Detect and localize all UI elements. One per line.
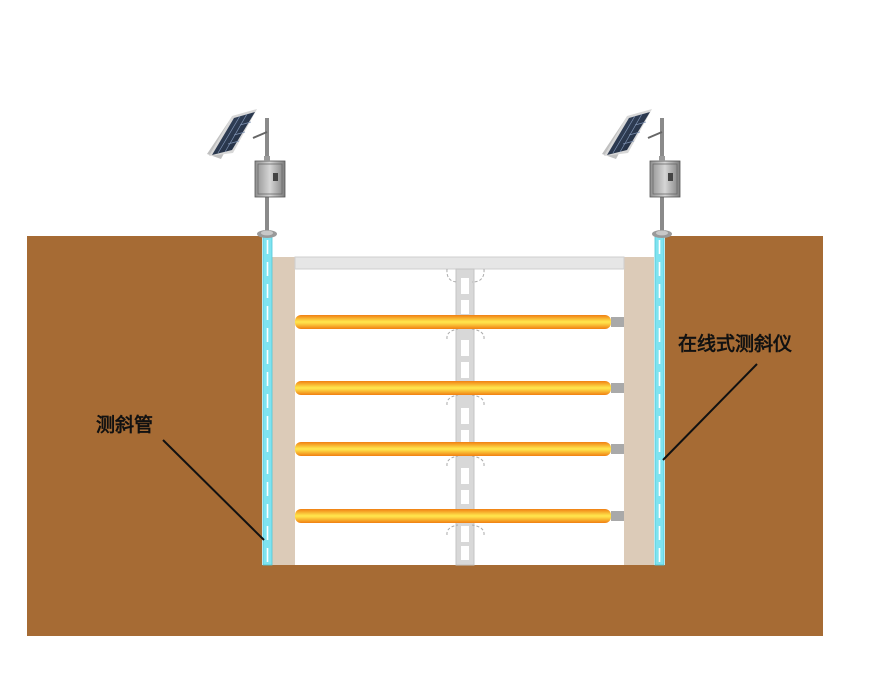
steel-struts: [295, 315, 624, 523]
solar-monitoring-station-left: [206, 108, 286, 239]
strut-3: [295, 442, 624, 456]
strut-2: [295, 381, 624, 395]
leader-line-inclinometer: [662, 363, 758, 461]
online-inclinometer-label: 在线式测斜仪: [678, 332, 793, 355]
retaining-wall-right: [624, 257, 654, 565]
retaining-wall-left: [272, 257, 295, 565]
capping-beam: [294, 256, 625, 270]
lattice-column: [446, 268, 485, 566]
strut-4: [295, 509, 624, 523]
strut-1: [295, 315, 624, 329]
soil-mass: [27, 236, 823, 636]
inclinometer-tube-right: [654, 235, 665, 566]
solar-monitoring-station-right: [601, 108, 681, 239]
inclinometer-tube-label: 测斜管: [96, 413, 153, 436]
inclinometer-tube-left: [262, 235, 273, 566]
leader-line-tube: [162, 439, 265, 541]
